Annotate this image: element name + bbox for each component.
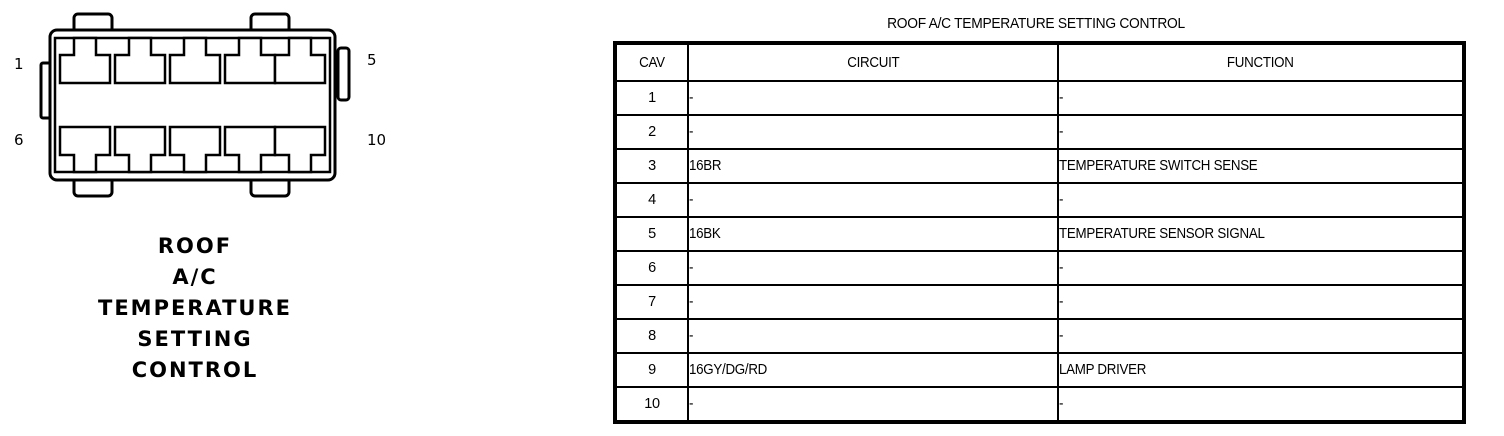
table-title: ROOF A/C TEMPERATURE SETTING CONTROL [887, 15, 1185, 32]
connector-tab-bottom-left [72, 176, 114, 198]
pin-number-bottom-right: 10 [367, 131, 387, 149]
cell-function: - [1057, 182, 1465, 218]
cell-function-text: TEMPERATURE SWITCH SENSE [1059, 158, 1258, 174]
cavity-4 [223, 36, 277, 85]
cell-function: - [1057, 250, 1465, 286]
cell-function: - [1057, 386, 1465, 423]
cell-cav: 4 [614, 182, 689, 218]
cavity-6 [58, 125, 112, 174]
connector-body-diagram [39, 12, 351, 198]
cell-cav: 9 [614, 352, 689, 388]
cell-function-text: - [1059, 260, 1064, 276]
table-row: 7 - - [614, 284, 1465, 320]
table-row: 5 16BK TEMPERATURE SENSOR SIGNAL [614, 216, 1465, 252]
cell-circuit-text: - [689, 328, 694, 344]
column-header-cav-text: CAV [639, 54, 665, 71]
table-row: 10 - - [614, 386, 1465, 423]
cavity-row-top [58, 36, 327, 85]
pin-number-top-right: 5 [367, 51, 377, 69]
cell-cav: 8 [614, 318, 689, 354]
cell-circuit: 16BK [687, 216, 1059, 252]
column-header-circuit-text: CIRCUIT [846, 54, 900, 71]
cell-circuit: - [687, 386, 1059, 423]
table-row: 9 16GY/DG/RD LAMP DRIVER [614, 352, 1465, 388]
cell-function: - [1057, 284, 1465, 320]
cavity-2 [113, 36, 167, 85]
table-header-row: CAV CIRCUIT FUNCTION [614, 42, 1465, 82]
connector-tab-bottom-right [249, 176, 291, 198]
cell-function: LAMP DRIVER [1057, 352, 1465, 388]
cell-circuit-text: - [689, 192, 694, 208]
cell-circuit: 16BR [687, 148, 1059, 184]
caption-line-5: CONTROL [131, 358, 259, 382]
connector-latch-right [336, 46, 351, 102]
cell-function: TEMPERATURE SENSOR SIGNAL [1057, 216, 1465, 252]
cell-circuit: - [687, 284, 1059, 320]
cavity-row-bottom [58, 125, 327, 174]
cell-function: - [1057, 80, 1465, 116]
caption-line-3: TEMPERATURE [98, 296, 292, 320]
cell-function-text: - [1059, 90, 1064, 106]
cell-function: TEMPERATURE SWITCH SENSE [1057, 148, 1465, 184]
column-header-circuit: CIRCUIT [687, 42, 1059, 82]
cavity-7 [113, 125, 167, 174]
cell-function-text: - [1059, 294, 1064, 310]
cell-circuit-text: - [689, 90, 694, 106]
cell-circuit-text: - [689, 124, 694, 140]
cell-circuit-text: - [689, 260, 694, 276]
cell-circuit: 16GY/DG/RD [687, 352, 1059, 388]
cell-cav: 2 [614, 114, 689, 150]
table-row: 1 - - [614, 80, 1465, 116]
cell-circuit: - [687, 182, 1059, 218]
cell-function-text: - [1059, 192, 1064, 208]
pinout-table-panel: ROOF A/C TEMPERATURE SETTING CONTROL CAV… [610, 0, 1504, 436]
cell-circuit-text: 16BR [689, 158, 722, 174]
column-header-cav: CAV [614, 42, 689, 82]
cell-cav: 1 [614, 80, 689, 116]
table-body: 1 - - 2 - - 3 16BR TEMPERATURE SWITCH SE… [614, 80, 1465, 423]
cavity-10 [273, 125, 327, 174]
cell-function-text: TEMPERATURE SENSOR SIGNAL [1059, 226, 1265, 242]
cell-circuit: - [687, 250, 1059, 286]
cell-cav: 5 [614, 216, 689, 252]
cavity-3 [168, 36, 222, 85]
caption-line-4: SETTING [137, 327, 253, 351]
cavity-5 [273, 36, 327, 85]
column-header-function: FUNCTION [1057, 42, 1465, 82]
caption-line-1: ROOF [157, 234, 233, 258]
column-header-function-text: FUNCTION [1227, 54, 1294, 71]
table-header-row-group: CAV CIRCUIT FUNCTION [614, 42, 1465, 82]
table-row: 6 - - [614, 250, 1465, 286]
cell-circuit-text: 16GY/DG/RD [689, 362, 768, 378]
pin-number-top-left: 1 [14, 55, 24, 73]
cell-function: - [1057, 318, 1465, 354]
cell-circuit-text: 16BK [689, 226, 721, 242]
caption-line-2: A/C [172, 265, 218, 289]
table-row: 8 - - [614, 318, 1465, 354]
cavity-8 [168, 125, 222, 174]
table-row: 2 - - [614, 114, 1465, 150]
cell-circuit: - [687, 318, 1059, 354]
pin-number-bottom-left: 6 [14, 131, 24, 149]
table-row: 4 - - [614, 182, 1465, 218]
cell-function-text: - [1059, 396, 1064, 412]
table-row: 3 16BR TEMPERATURE SWITCH SENSE [614, 148, 1465, 184]
cell-function-text: - [1059, 328, 1064, 344]
cell-circuit-text: - [689, 294, 694, 310]
cell-circuit: - [687, 80, 1059, 116]
cell-cav: 6 [614, 250, 689, 286]
cell-circuit-text: - [689, 396, 694, 412]
pinout-table: CAV CIRCUIT FUNCTION 1 - - 2 - - 3 16BR … [613, 41, 1466, 424]
cell-function-text: - [1059, 124, 1064, 140]
cell-cav: 3 [614, 148, 689, 184]
connector-illustration-panel: 1 6 5 10 ROOF A/C TEMPERATURE SETTING CO… [0, 0, 600, 436]
cell-cav: 10 [614, 386, 689, 423]
cell-function-text: LAMP DRIVER [1059, 362, 1147, 378]
cell-cav: 7 [614, 284, 689, 320]
connector-caption: ROOF A/C TEMPERATURE SETTING CONTROL [0, 231, 390, 386]
cell-function: - [1057, 114, 1465, 150]
cavity-1 [58, 36, 112, 85]
cell-circuit: - [687, 114, 1059, 150]
